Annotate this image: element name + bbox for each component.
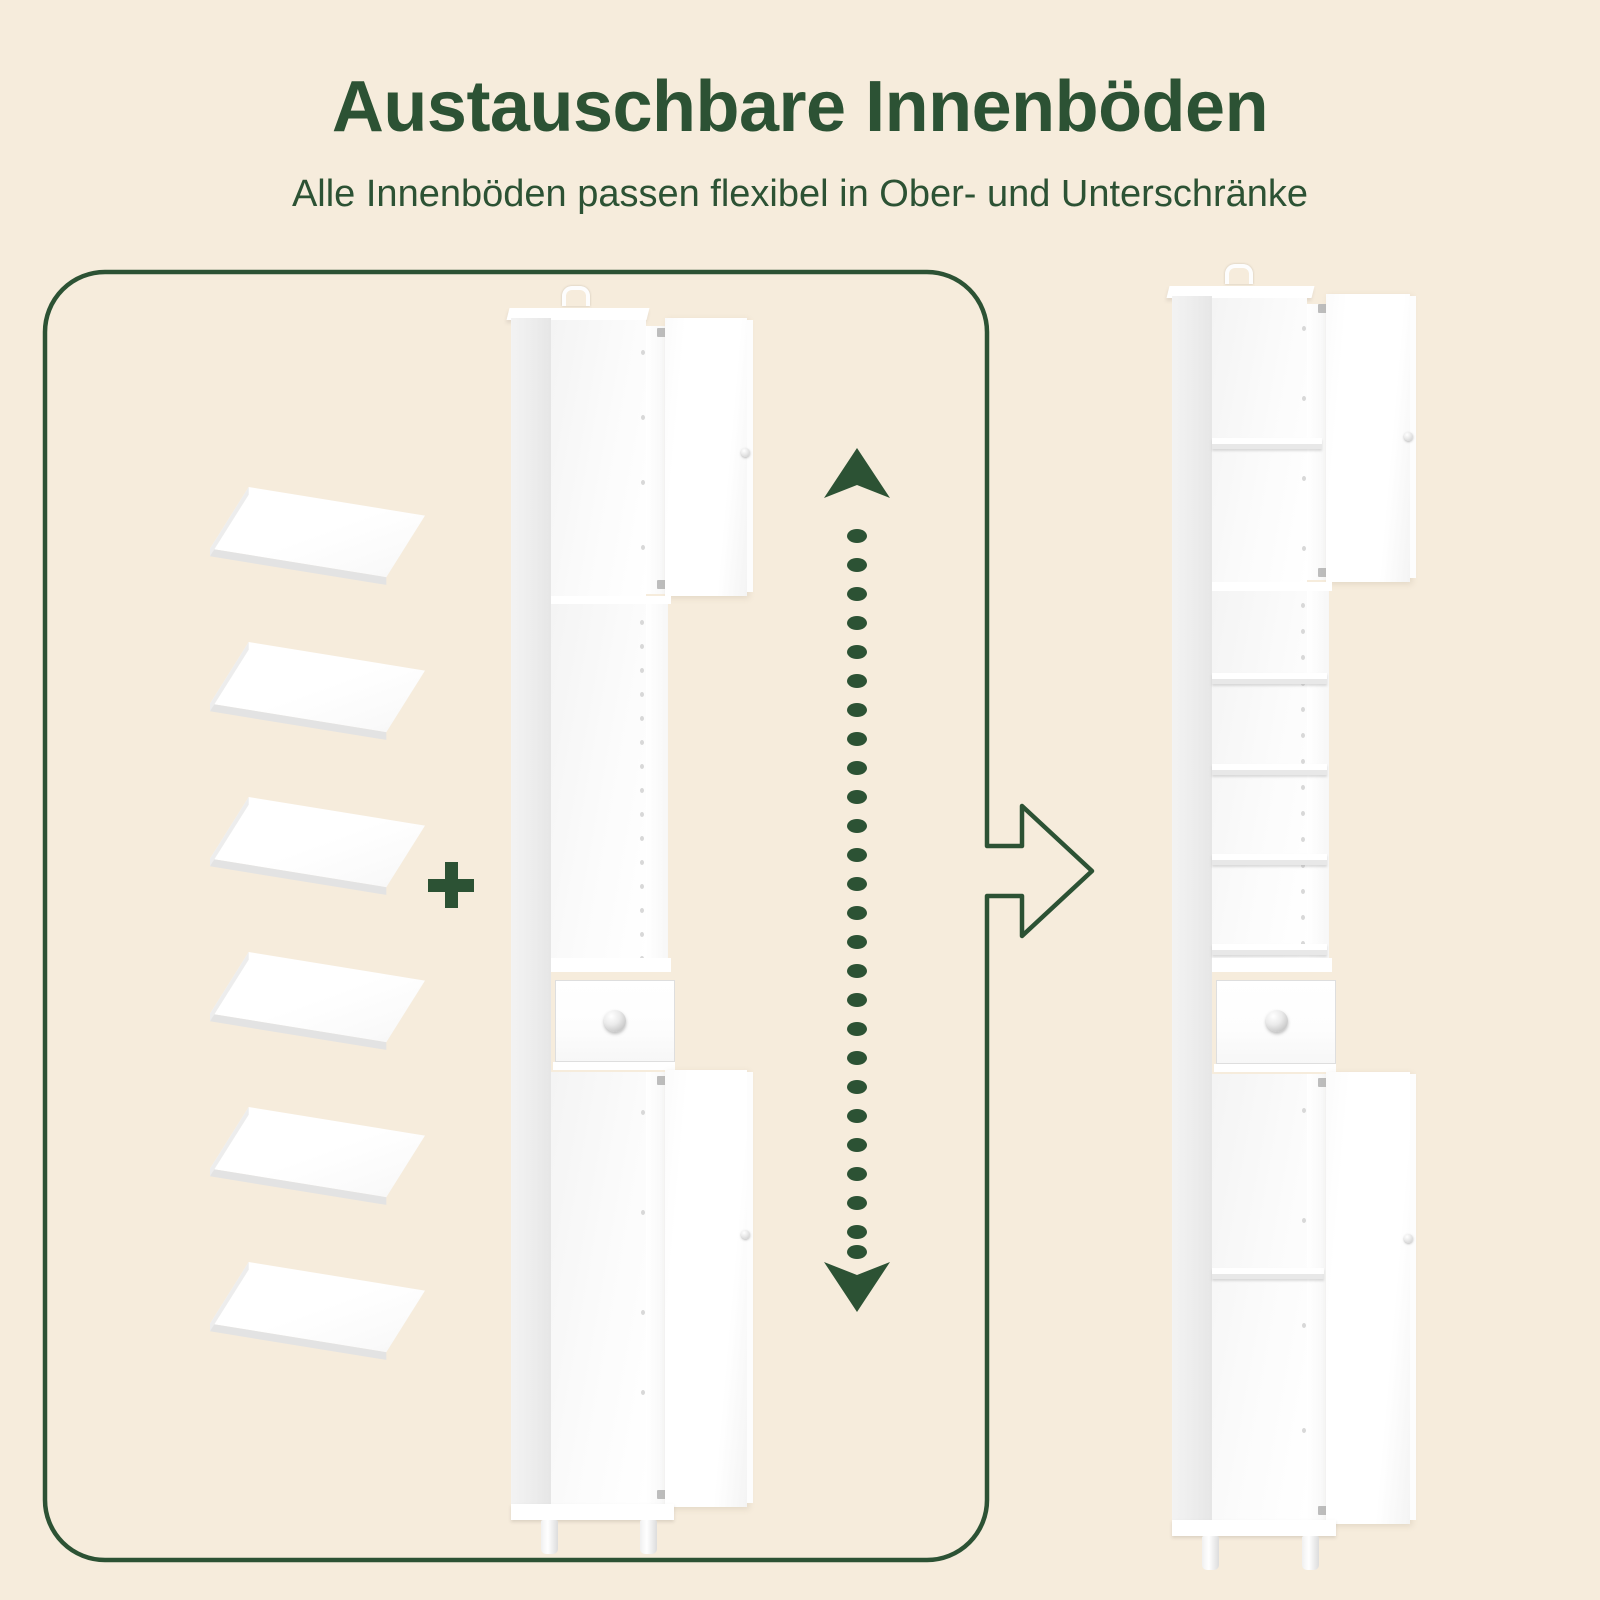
cabinet-left-side-panel [511, 318, 551, 1518]
page-title: Austauschbare Innenböden [331, 67, 1269, 147]
drawer-knob[interactable] [604, 1010, 626, 1032]
lower-door-edge [747, 1072, 753, 1503]
installed-shelf-2 [1212, 673, 1327, 684]
mid-shelf-pin-holes [640, 620, 644, 961]
vertical-adjust-arrow [824, 448, 890, 1312]
lower-door-open[interactable] [665, 1070, 747, 1507]
installed-shelf-6 [1212, 1268, 1324, 1279]
lower-interior-back [1212, 1074, 1307, 1520]
loose-shelf-3 [210, 797, 425, 907]
mid-interior-right [646, 604, 668, 970]
lower-shelf-pin-holes [1302, 1108, 1306, 1448]
mid-interior-back [551, 604, 646, 970]
page-subtitle: Alle Innenböden passen flexibel in Ober-… [291, 173, 1309, 215]
upper-shelf-pin-holes [1302, 316, 1306, 574]
upper-door-knob[interactable] [741, 448, 750, 457]
lower-interior-right [646, 1072, 666, 1504]
upper-hinge-top [657, 328, 667, 337]
lower-shelf-pin-holes [641, 1110, 645, 1410]
cabinet-foot-right [640, 1520, 657, 1554]
loose-shelf-6 [210, 1262, 425, 1372]
cabinet-foot-right [1302, 1536, 1319, 1570]
lower-interior-back [551, 1072, 646, 1504]
drawer-knob[interactable] [1266, 1010, 1288, 1032]
installed-shelf-1 [1212, 438, 1322, 449]
lower-hinge-top [657, 1076, 667, 1085]
cabinet-left-side-panel [1172, 296, 1212, 1536]
plus-operator [428, 862, 474, 908]
arrow-head-down [824, 1262, 890, 1312]
lower-door-edge [1410, 1074, 1416, 1520]
mid-shelf-pin-holes [1301, 603, 1305, 963]
upper-hinge-bottom [657, 580, 667, 589]
lower-hinge-top [1318, 1078, 1328, 1087]
upper-interior-right [646, 326, 666, 594]
installed-shelf-3 [1212, 764, 1327, 775]
upper-door-open[interactable] [665, 318, 747, 596]
cabinet-with-shelves [1150, 264, 1430, 1570]
drawer-bottom-rail [1214, 1064, 1336, 1072]
upper-hinge-top [1318, 304, 1328, 313]
upper-door-edge [747, 320, 753, 592]
lower-hinge-bottom [1318, 1506, 1328, 1515]
upper-door-open[interactable] [1326, 294, 1410, 582]
arrow-head-up [824, 448, 890, 498]
dotted-shaft [847, 529, 867, 1259]
lower-door-open[interactable] [1326, 1072, 1410, 1524]
wall-hanger-icon [1225, 264, 1253, 284]
cabinet-foot-left [541, 1520, 558, 1554]
upper-shelf-pin-holes [641, 340, 645, 590]
installed-shelf-5 [1212, 944, 1327, 955]
mid-interior-back [1212, 591, 1307, 971]
loose-shelf-4 [210, 952, 425, 1062]
lower-hinge-bottom [657, 1490, 667, 1499]
cabinet-foot-left [1202, 1536, 1219, 1570]
upper-interior-back [551, 320, 646, 600]
cabinet-without-shelves [505, 286, 775, 1554]
upper-door-edge [1410, 296, 1416, 578]
mid-divider-top [1212, 582, 1332, 591]
loose-shelf-2 [210, 642, 425, 752]
mid-interior-right [1307, 591, 1329, 971]
lower-interior-right [1307, 1074, 1327, 1520]
wall-hanger-icon [562, 286, 590, 306]
loose-shelf-5 [210, 1107, 425, 1217]
mid-divider-top [551, 596, 671, 604]
mid-bottom-panel [551, 958, 671, 972]
drawer-bottom-rail [553, 1062, 675, 1070]
installed-shelf-4 [1212, 854, 1327, 865]
mid-bottom-panel [1212, 958, 1332, 972]
upper-door-knob[interactable] [1404, 432, 1413, 441]
upper-hinge-bottom [1318, 568, 1328, 577]
lower-door-knob[interactable] [1404, 1234, 1413, 1243]
cabinet-base-panel [1172, 1520, 1336, 1536]
loose-shelf-1 [210, 487, 425, 597]
lower-door-knob[interactable] [741, 1230, 750, 1239]
cabinet-base-panel [511, 1504, 674, 1520]
